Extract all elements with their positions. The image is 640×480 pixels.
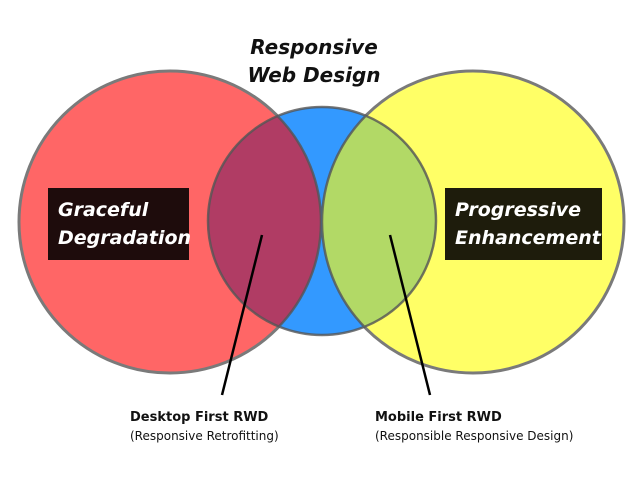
- caption-title: Mobile First RWD: [375, 410, 502, 425]
- title-line-2: Web Design: [247, 63, 381, 87]
- mobile-first-caption: Mobile First RWD (Responsible Responsive…: [375, 408, 573, 446]
- mobile-first-overlap: [322, 107, 436, 335]
- left-label-line-2: Degradation: [58, 227, 192, 249]
- title-line-1: Responsive: [250, 35, 378, 59]
- graceful-degradation-label: Graceful Degradation: [48, 188, 192, 260]
- caption-title: Desktop First RWD: [130, 410, 269, 425]
- right-label-line-2: Enhancement: [455, 227, 601, 249]
- desktop-first-pointer: [220, 234, 264, 396]
- mobile-first-pointer: [388, 234, 432, 396]
- left-label-line-1: Graceful: [58, 199, 149, 221]
- diagram-title: Responsive Web Design: [214, 33, 414, 89]
- caption-subtitle: (Responsive Retrofitting): [130, 429, 279, 443]
- progressive-enhancement-label: Progressive Enhancement: [445, 188, 602, 260]
- caption-subtitle: (Responsible Responsive Design): [375, 429, 574, 443]
- desktop-first-caption: Desktop First RWD (Responsive Retrofitti…: [130, 408, 279, 446]
- right-label-line-1: Progressive: [455, 199, 582, 221]
